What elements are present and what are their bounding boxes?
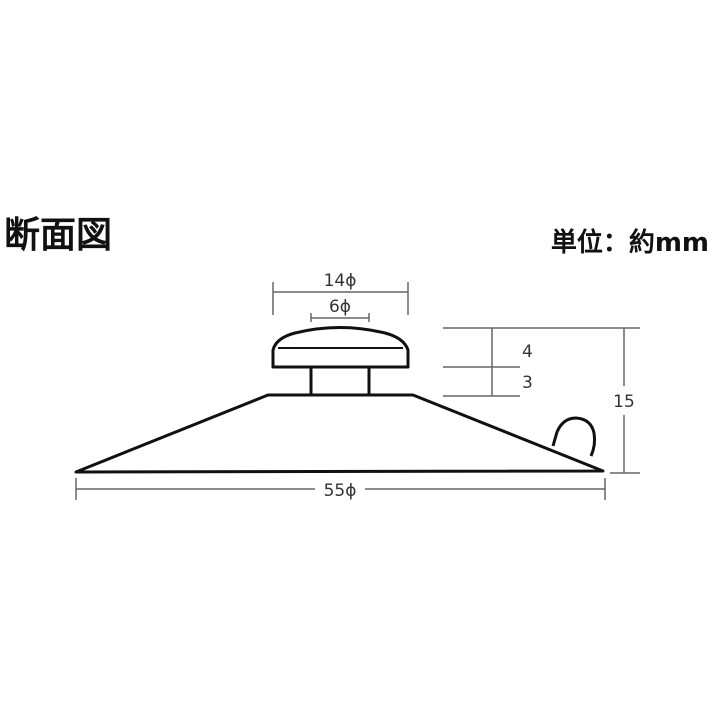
pull-tab bbox=[551, 416, 597, 457]
stem bbox=[309, 367, 371, 395]
dimension-lines bbox=[75, 282, 640, 500]
cap-diameter-label: 14ϕ bbox=[324, 271, 357, 291]
suction-cup-outline bbox=[74, 326, 605, 474]
total-height-label: 15 bbox=[613, 392, 635, 412]
cap-height-label: 4 bbox=[522, 342, 533, 362]
base-body bbox=[74, 393, 605, 474]
stem-diameter-label: 6ϕ bbox=[329, 297, 351, 317]
section-view-title: 断面図 bbox=[4, 215, 113, 256]
unit-label: 単位：約mm bbox=[550, 228, 709, 258]
stem-height-label: 3 bbox=[522, 373, 533, 393]
base-diameter-label: 55ϕ bbox=[324, 481, 357, 501]
